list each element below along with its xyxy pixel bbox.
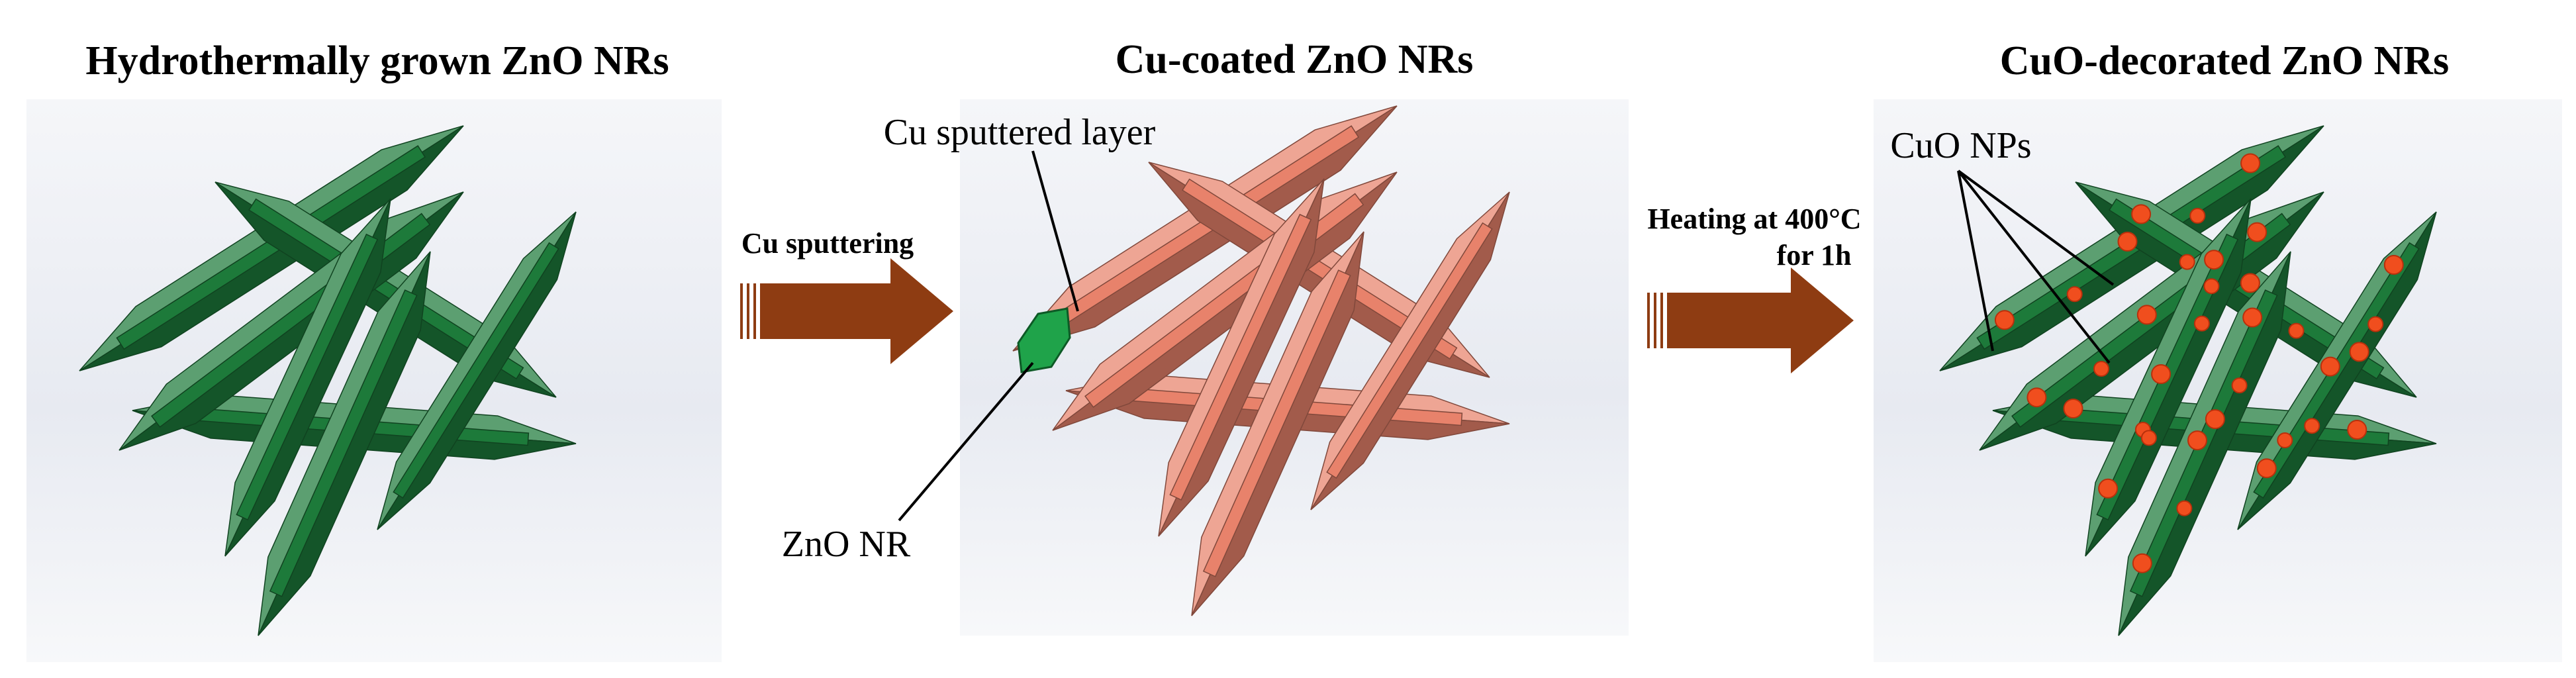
cuo-nanoparticle-23 <box>2136 305 2157 325</box>
cu-coated-nanorod-2-facet-2 <box>1182 178 1458 360</box>
label-cuo-nps: CuO NPs <box>1890 125 2031 166</box>
cuo-nanoparticle-5 <box>2240 153 2261 173</box>
title-cuo-decorated-zno: CuO-decorated ZnO NRs <box>2000 38 2450 83</box>
cuo-nanoparticle-11 <box>2063 399 2083 418</box>
cuo-nanoparticle-17 <box>2304 418 2320 434</box>
cuo-nanoparticle-35 <box>2242 307 2263 328</box>
zno-nanorod-2-facet-2 <box>248 198 524 380</box>
cu-coated-nanorod-4 <box>1310 191 1510 510</box>
cuo-nanoparticle-10 <box>2349 342 2369 362</box>
cuo-nanoparticle-25 <box>2247 222 2267 242</box>
cuo-nanoparticle-14 <box>2277 432 2293 448</box>
zno-nanorod-6-facet-2 <box>236 233 379 520</box>
label-heating-duration: for 1h <box>1777 239 1852 271</box>
cuo-nanoparticle-1 <box>1994 310 2015 330</box>
label-cu-sputtered-layer: Cu sputtered layer <box>884 112 1156 153</box>
pointer-cu-layer <box>1031 150 1079 312</box>
cuo-nanoparticle-27 <box>2140 430 2157 446</box>
cuo-nanoparticle-4 <box>2189 207 2206 224</box>
pointer-cuo-np-1 <box>1957 170 1994 352</box>
cu-coated-nanorod-6 <box>1158 178 1325 537</box>
arrow-heating <box>1647 267 1854 373</box>
cu-coated-nanorod-6-facet-2 <box>1169 213 1312 501</box>
zno-nanorod-4-facet-2 <box>393 242 559 499</box>
cuo-nanoparticles-group <box>1994 153 2404 573</box>
zno-nanorod-1 <box>79 125 464 371</box>
zno-nanorods-group <box>79 125 577 636</box>
label-zno-nr: ZnO NR <box>782 524 911 565</box>
cuo-nanoparticle-16 <box>2256 458 2277 479</box>
arrow-cu-sputtering <box>740 258 953 364</box>
zno-nanorod-7 <box>258 251 431 636</box>
pointer-cuo-np-3 <box>1957 170 2111 364</box>
zno-nanorod-1-facet-2 <box>116 145 426 350</box>
cuo-nanoparticle-18 <box>2320 356 2340 377</box>
cuo-nanoparticle-33 <box>2187 430 2207 451</box>
cuo-nanoparticle-24 <box>2203 278 2220 295</box>
cuo-nanoparticle-19 <box>2367 316 2384 332</box>
cuo-nanoparticle-9 <box>2288 322 2305 339</box>
cu-coated-nanorod-4-facet-2 <box>1326 222 1493 479</box>
cuo-nanoparticle-6 <box>2131 204 2152 224</box>
title-cu-coated-zno: Cu-coated ZnO NRs <box>1116 37 1474 82</box>
cu-coated-nanorod-1 <box>1012 105 1398 352</box>
cu-coated-nanorods-group <box>1012 105 1510 616</box>
cuo-nanoparticle-30 <box>2204 250 2224 270</box>
cuo-nanoparticle-20 <box>2383 255 2404 275</box>
cu-coated-nanorod-7-facet-2 <box>1202 269 1351 577</box>
cuo-nanoparticle-3 <box>2117 231 2138 252</box>
pointer-cuo-np-2 <box>1957 170 2115 286</box>
cuo-nanoparticle-29 <box>2193 315 2210 332</box>
zno-nanorod-4 <box>377 211 577 530</box>
label-cu-sputtering: Cu sputtering <box>741 227 914 260</box>
cuo-nanoparticle-31 <box>2132 553 2152 573</box>
cuo-nanoparticle-8 <box>2240 273 2260 293</box>
label-heating-temp: Heating at 400°C <box>1647 203 1861 235</box>
cuo-nanoparticle-7 <box>2179 254 2195 270</box>
cuo-nanoparticle-32 <box>2176 500 2193 516</box>
cuo-nanoparticle-13 <box>2205 409 2225 429</box>
cuo-nanoparticle-26 <box>2098 478 2119 499</box>
pointer-zno-nr <box>898 362 1034 522</box>
title-hydrothermal-zno: Hydrothermally grown ZnO NRs <box>85 38 669 83</box>
cuo-nanoparticle-15 <box>2347 420 2367 440</box>
cuo-nanoparticle-2 <box>2066 286 2083 303</box>
zno-nanorod-6 <box>224 198 391 557</box>
cuo-nanoparticle-22 <box>2093 361 2109 377</box>
cuo-nanoparticle-34 <box>2231 377 2248 394</box>
cu-coated-nanorod-7 <box>1191 231 1364 616</box>
cuo-nanoparticle-28 <box>2151 364 2171 384</box>
zno-nanorod-7-facet-2 <box>269 289 418 597</box>
zno-core-hexagon <box>1017 307 1071 373</box>
cuo-nanoparticle-21 <box>2027 387 2047 408</box>
